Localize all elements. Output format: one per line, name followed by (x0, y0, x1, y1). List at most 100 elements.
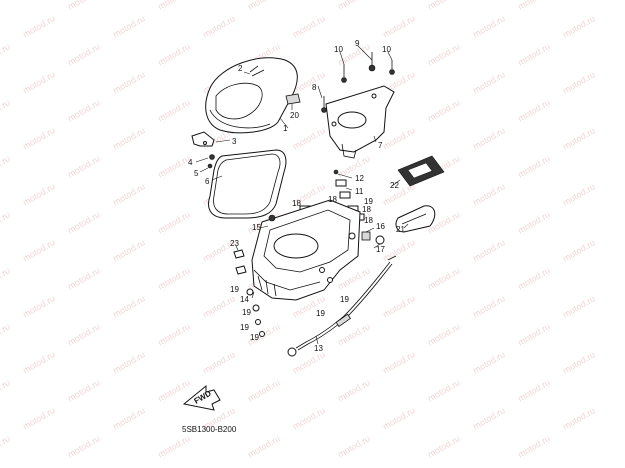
callout-labels: 1 2 3 4 5 6 7 8 9 10 10 11 12 13 14 15 1… (188, 39, 405, 353)
callout-21: 21 (396, 225, 405, 234)
callout-14: 14 (240, 295, 249, 304)
watermark-text: motod.ru (111, 13, 147, 39)
watermark-text: motod.ru (0, 209, 12, 235)
forward-direction-arrow: FWD (182, 384, 221, 411)
callout-20: 20 (290, 111, 299, 120)
watermark-text: motod.ru (426, 321, 462, 347)
watermark-text: motod.ru (21, 69, 57, 95)
callout-9: 9 (355, 39, 360, 48)
callout-15: 15 (252, 223, 261, 232)
watermark-text: motod.ru (426, 433, 462, 459)
watermark-text: motod.ru (21, 293, 57, 319)
watermark-text: motod.ru (336, 377, 372, 403)
callout-17: 17 (376, 245, 385, 254)
bolt-set-top (321, 52, 395, 113)
caution-label-part (285, 93, 301, 105)
watermark-text: motod.ru (246, 0, 282, 12)
callout-13: 13 (314, 344, 323, 353)
seat-lock-bracket (325, 85, 395, 159)
callout-6: 6 (205, 177, 210, 186)
watermark-text: motod.ru (516, 209, 552, 235)
watermark-text: motod.ru (0, 321, 12, 347)
watermark-text: motod.ru (0, 41, 12, 67)
callout-3: 3 (232, 137, 237, 146)
watermark-text: motod.ru (201, 13, 237, 39)
callout-19c: 19 (242, 308, 251, 317)
watermark-text: motod.ru (336, 0, 372, 12)
watermark-text: motod.ru (156, 265, 192, 291)
callout-18a: 18 (292, 199, 301, 208)
watermark-text: motod.ru (21, 237, 57, 263)
watermark-text: motod.ru (0, 265, 12, 291)
watermark-text: motod.ru (201, 293, 237, 319)
callout-19d: 19 (240, 323, 249, 332)
watermark-text: motod.ru (426, 0, 462, 12)
grommet-part (361, 231, 385, 245)
callout-19a: 19 (364, 197, 373, 206)
watermark-text: motod.ru (561, 237, 597, 263)
callout-23: 23 (230, 239, 239, 248)
watermark-text: motod.ru (21, 125, 57, 151)
callout-12: 12 (355, 174, 364, 183)
watermark-text: motod.ru (426, 41, 462, 67)
watermark-text: motod.ru (291, 349, 327, 375)
watermark-text: motod.ru (66, 433, 102, 459)
watermark-text: motod.ru (516, 153, 552, 179)
watermark-text: motod.ru (516, 265, 552, 291)
watermark-text: motod.ru (291, 13, 327, 39)
watermark-text: motod.ru (201, 349, 237, 375)
watermark-text: motod.ru (381, 293, 417, 319)
watermark-text: motod.ru (381, 13, 417, 39)
diagram-code: 5SB1300-B200 (182, 425, 237, 434)
watermark-text: motod.ru (66, 153, 102, 179)
seat-hinge-bracket (191, 131, 215, 169)
callout-18c: 18 (362, 205, 371, 214)
watermark-text: motod.ru (516, 41, 552, 67)
callout-19b: 19 (230, 285, 239, 294)
watermark-text: motod.ru (156, 209, 192, 235)
watermark-text: motod.ru (471, 293, 507, 319)
watermark-text: motod.ru (426, 265, 462, 291)
watermark-text: motod.ru (426, 97, 462, 123)
callout-22: 22 (390, 181, 399, 190)
watermark-text: motod.ru (66, 209, 102, 235)
watermark-text: motod.ru (156, 433, 192, 459)
seat-part (205, 57, 298, 134)
watermark-text: motod.ru (291, 125, 327, 151)
watermark-text: motod.ru (21, 349, 57, 375)
watermark-text: motod.ru (561, 69, 597, 95)
watermark-text: motod.ru (0, 97, 12, 123)
watermark-text: motod.ru (0, 433, 12, 459)
watermark-text: motod.ru (471, 349, 507, 375)
watermark-text: motod.ru (471, 125, 507, 151)
watermark-text: motod.ru (66, 97, 102, 123)
watermark-text: motod.ru (21, 405, 57, 431)
watermark-text: motod.ru (561, 293, 597, 319)
cushion-pad-part (395, 205, 436, 233)
callout-1: 1 (283, 124, 288, 133)
watermark-text: motod.ru (381, 237, 417, 263)
watermark-text: motod.ru (516, 0, 552, 12)
watermark-text: motod.ru (111, 181, 147, 207)
callout-2: 2 (238, 64, 243, 73)
spacer-part (233, 249, 247, 275)
callout-8: 8 (312, 83, 317, 92)
leader-lines (195, 45, 409, 345)
watermark-text: motod.ru (561, 405, 597, 431)
watermark-text: motod.ru (471, 405, 507, 431)
callout-18b: 18 (328, 195, 337, 204)
watermark-text: motod.ru (21, 13, 57, 39)
watermark-text: motod.ru (381, 349, 417, 375)
watermark-text: motod.ru (291, 405, 327, 431)
watermark-text: motod.ru (561, 349, 597, 375)
callout-19g: 19 (316, 309, 325, 318)
callout-7: 7 (378, 141, 383, 150)
watermark-text: motod.ru (516, 433, 552, 459)
watermark-text: motod.ru (66, 265, 102, 291)
watermark-text: motod.ru (66, 377, 102, 403)
seat-seal-frame (208, 149, 287, 219)
watermark-text: motod.ru (426, 377, 462, 403)
watermark-text: motod.ru (471, 13, 507, 39)
watermark-text: motod.ru (66, 41, 102, 67)
